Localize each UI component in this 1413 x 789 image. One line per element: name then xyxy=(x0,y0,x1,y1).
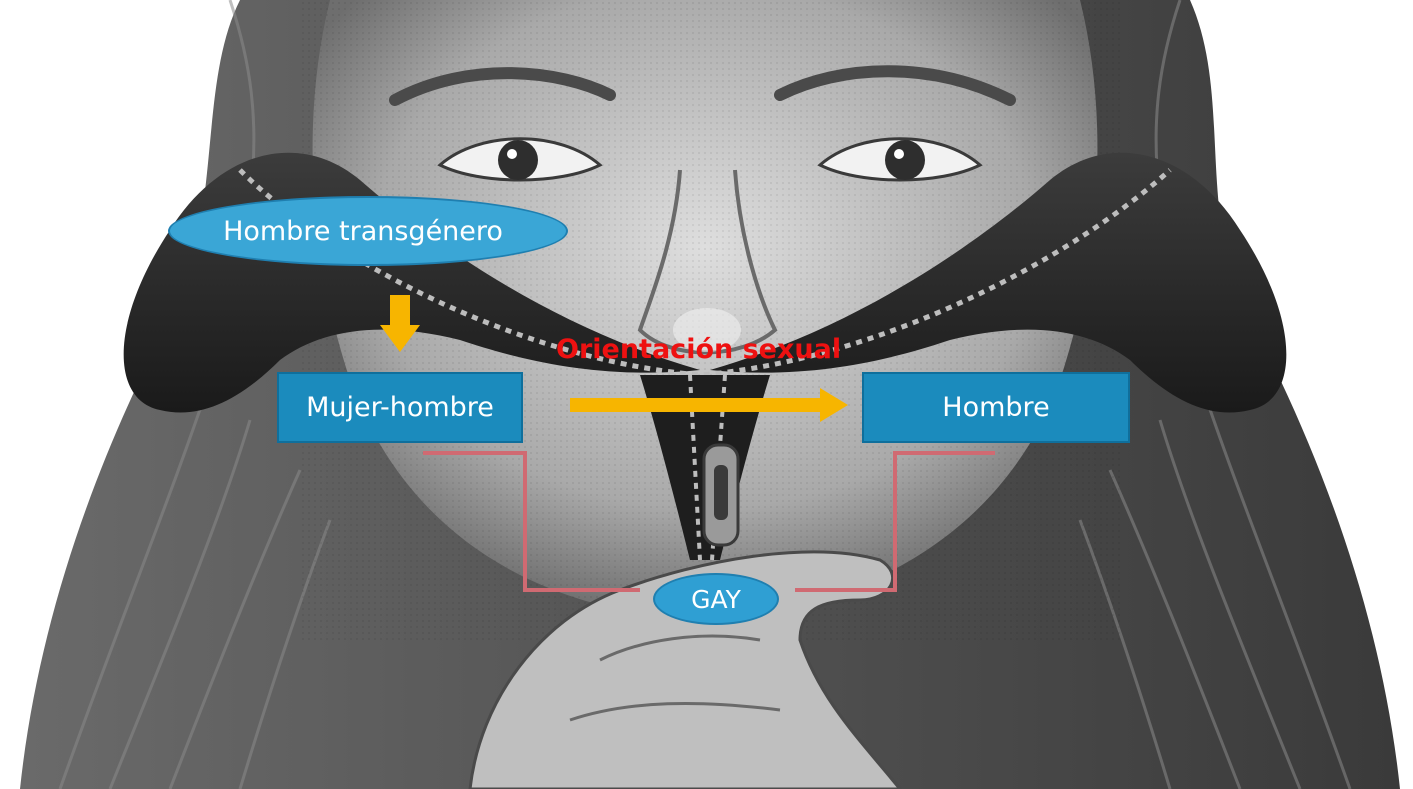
node-transgender-man: Hombre transgénero xyxy=(168,196,568,266)
node-transgender-man-label: Hombre transgénero xyxy=(223,216,503,247)
right-arrow xyxy=(570,388,848,422)
node-woman-man: Mujer-hombre xyxy=(277,372,523,443)
connector-left xyxy=(423,453,640,590)
node-gay-label: GAY xyxy=(691,585,741,614)
node-woman-man-label: Mujer-hombre xyxy=(306,392,494,423)
down-arrow xyxy=(380,295,420,352)
node-gay: GAY xyxy=(653,573,779,625)
edge-label-sexual-orientation: Orientación sexual xyxy=(556,330,841,370)
connector-right xyxy=(795,453,995,590)
node-man: Hombre xyxy=(862,372,1130,443)
node-man-label: Hombre xyxy=(942,392,1049,423)
